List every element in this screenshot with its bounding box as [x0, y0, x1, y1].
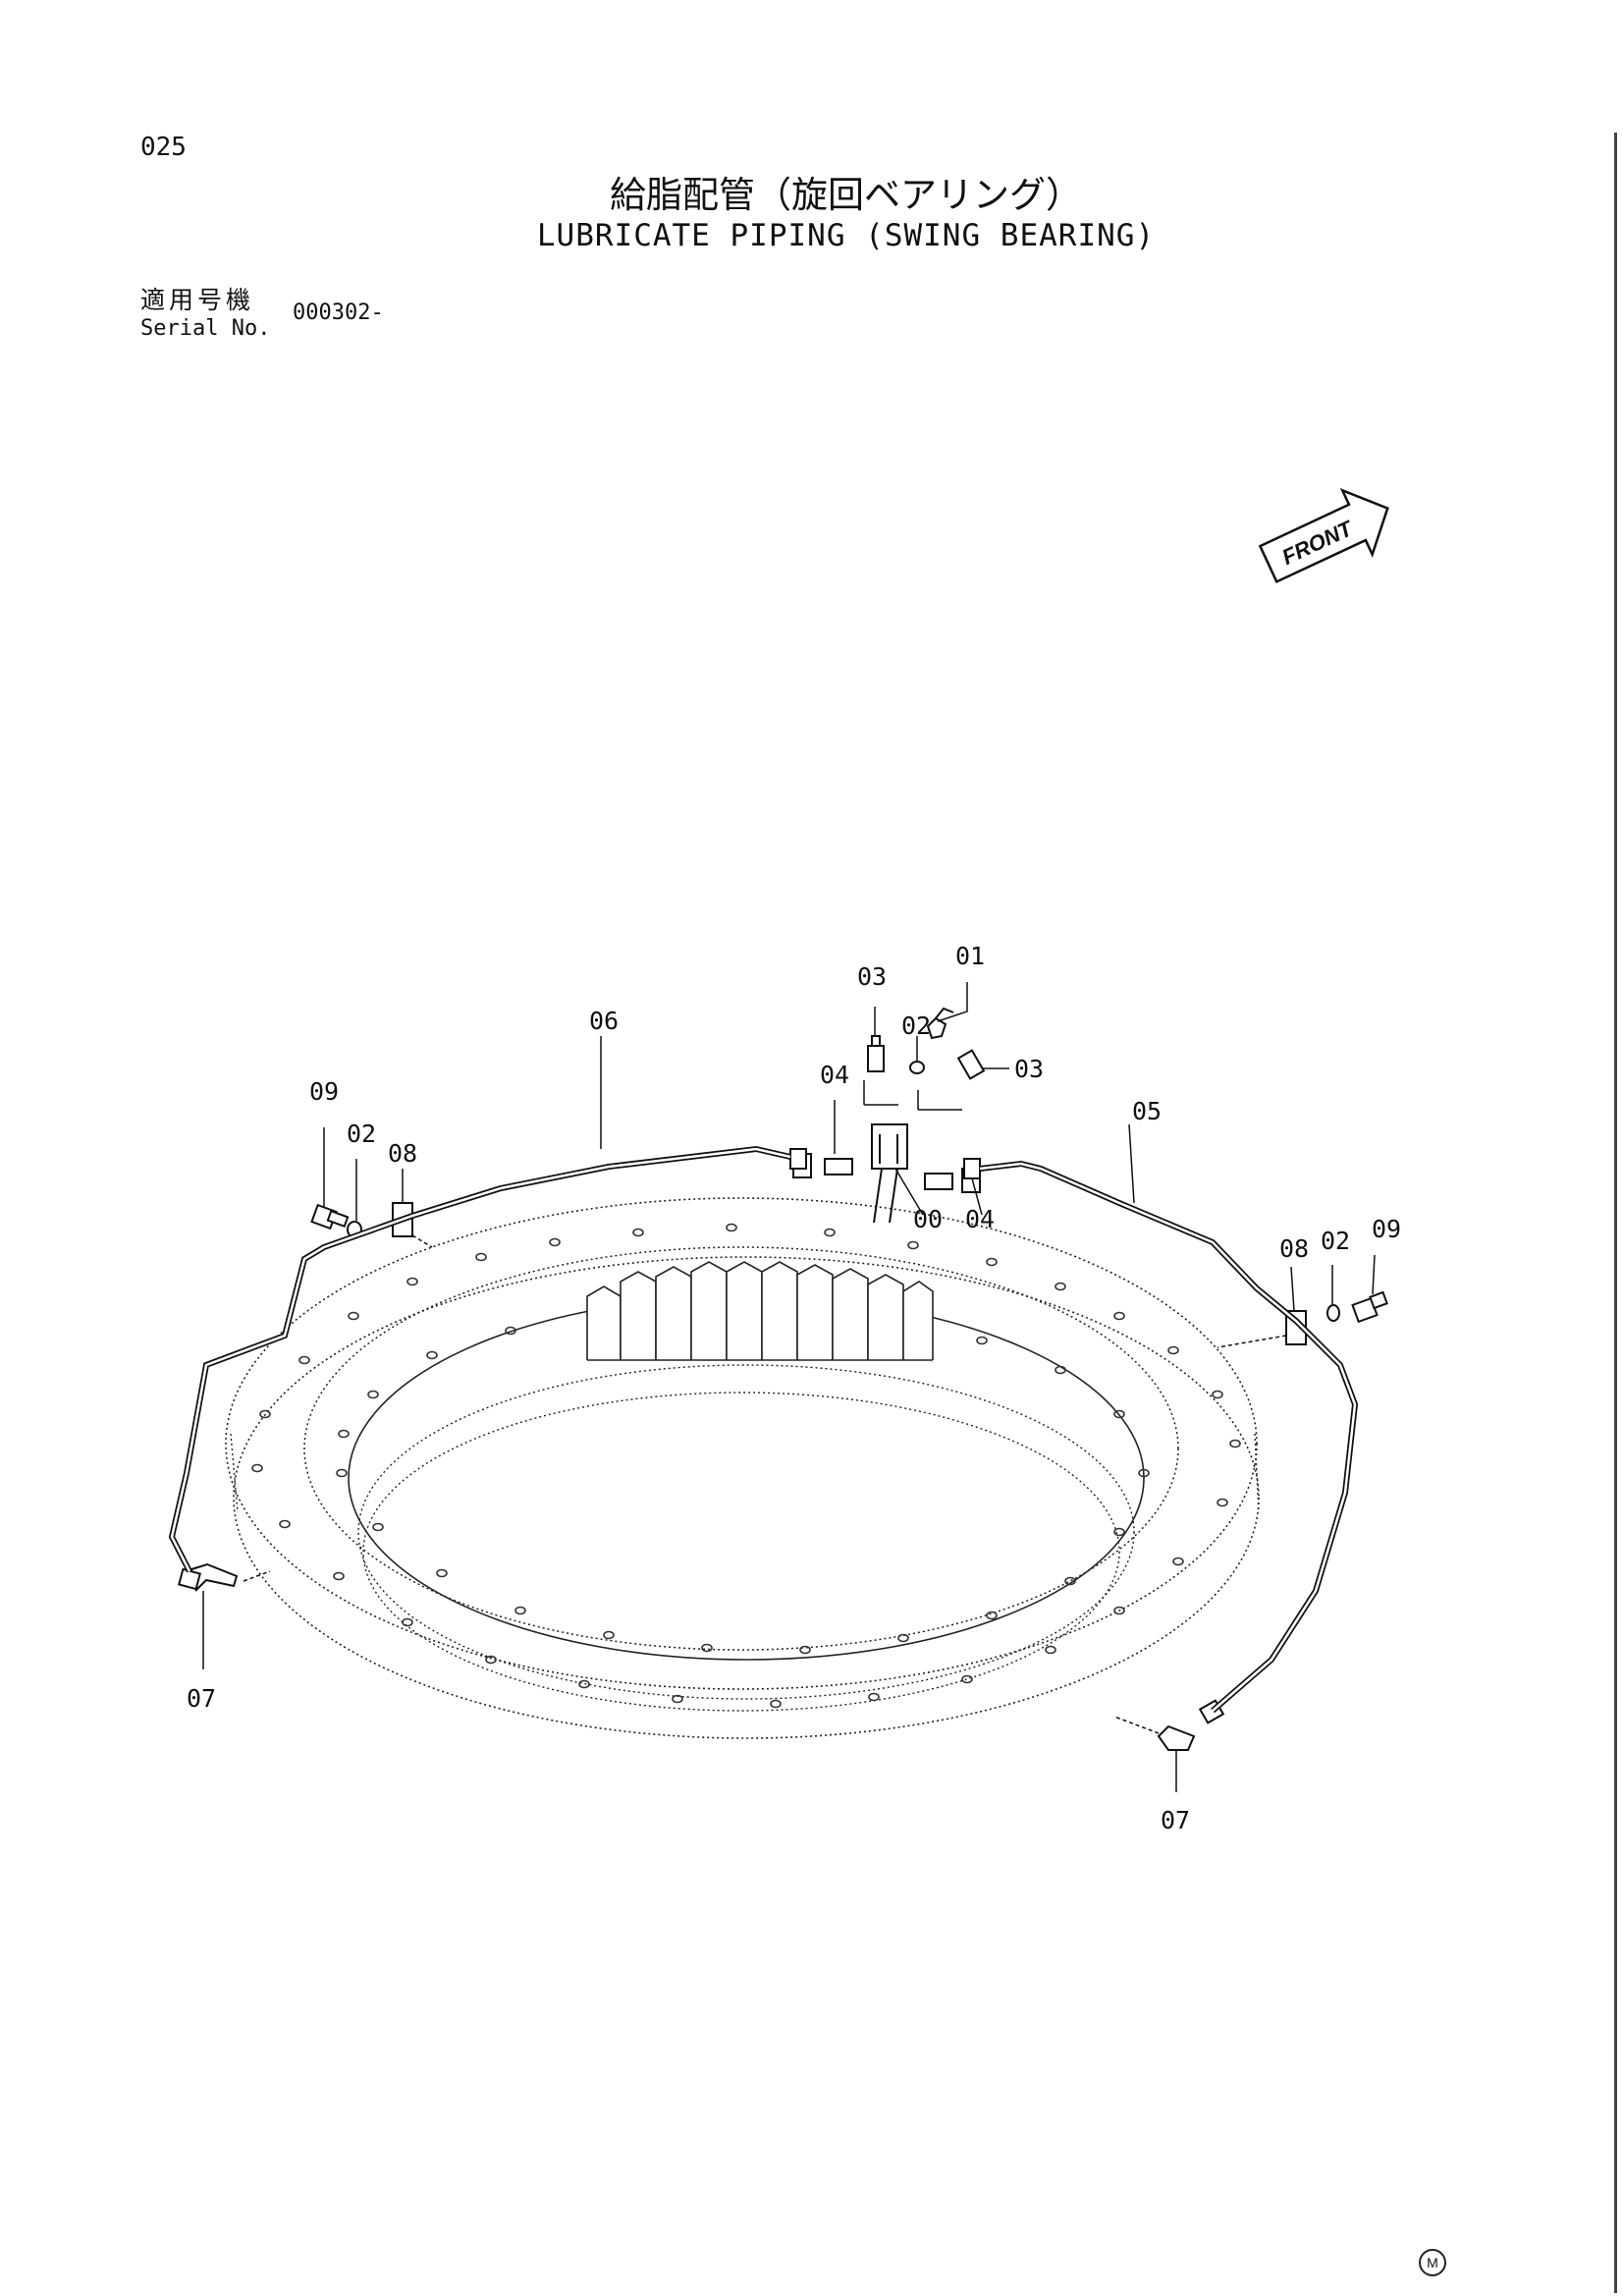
- serial-label-english: Serial No.: [140, 316, 271, 341]
- callout-03-right: 03: [1014, 1055, 1044, 1083]
- distribution-block: [871, 1123, 908, 1224]
- callout-08-left: 08: [388, 1139, 417, 1168]
- pipes: [168, 1145, 1359, 1714]
- title-japanese: 給脂配管（旋回ベアリング）: [610, 174, 1082, 216]
- callout-07-right: 07: [1161, 1806, 1190, 1834]
- callout-09-right: 09: [1372, 1215, 1401, 1243]
- callout-04-top: 04: [820, 1061, 849, 1089]
- callout-04-bottom: 04: [965, 1205, 995, 1233]
- callout-02-left: 02: [347, 1120, 376, 1148]
- gear-teeth: [586, 1261, 934, 1361]
- callout-02-right: 02: [1321, 1227, 1350, 1255]
- corner-mark: M: [1419, 2249, 1446, 2276]
- callout-02-top: 02: [901, 1011, 931, 1040]
- callout-08-right: 08: [1279, 1234, 1309, 1263]
- page-edge-line: [1614, 133, 1617, 2293]
- serial-number-value: 000302-: [293, 301, 384, 325]
- callout-05: 05: [1132, 1097, 1162, 1125]
- page-number: 025: [140, 133, 187, 162]
- callout-07-left: 07: [187, 1684, 216, 1713]
- title-english: LUBRICATE PIPING (SWING BEARING): [536, 218, 1156, 253]
- callout-09-left: 09: [309, 1077, 339, 1106]
- callout-03-left: 03: [857, 962, 887, 991]
- fittings: [178, 1007, 1388, 1751]
- callout-01: 01: [955, 942, 985, 970]
- front-arrow-icon: FRONT: [1258, 487, 1389, 583]
- leader-lines: [202, 982, 1376, 1792]
- callout-labels: 01 02 03 03 04 04 00 05 06 09 02 08 08 0…: [187, 942, 1401, 1834]
- callout-00: 00: [913, 1205, 943, 1233]
- serial-label-japanese: 適用号機: [140, 286, 255, 314]
- callout-06: 06: [589, 1007, 619, 1035]
- swing-bearing: [225, 1197, 1260, 1739]
